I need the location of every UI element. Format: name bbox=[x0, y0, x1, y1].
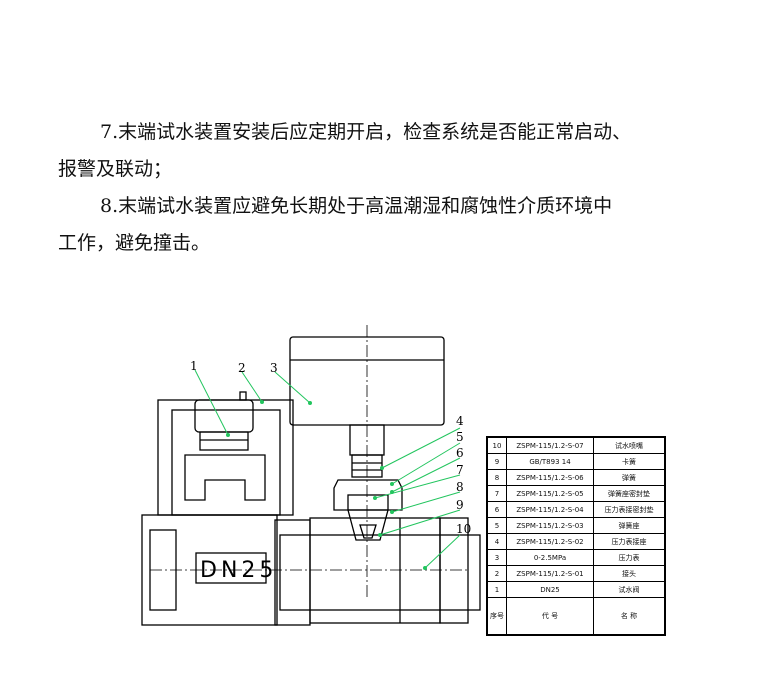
callout-2: 2 bbox=[238, 361, 246, 375]
callout-4: 4 bbox=[456, 414, 464, 428]
callout-9: 9 bbox=[456, 498, 464, 512]
p7-line1: 7.末端试水装置安装后应定期开启，检查系统是否能正常启动、 bbox=[100, 121, 632, 143]
valve-technical-drawing: DN25 1 2 3 4 5 6 7 8 9 10 bbox=[141, 325, 481, 626]
callout-6: 6 bbox=[456, 446, 464, 460]
paragraph-7: 7.末端试水装置安装后应定期开启，检查系统是否能正常启动、 报警及联动； bbox=[58, 114, 708, 188]
p7-line2: 报警及联动； bbox=[58, 158, 173, 180]
callout-5: 5 bbox=[456, 430, 464, 444]
callout-7: 7 bbox=[456, 463, 464, 477]
p8-line1: 8.末端试水装置应避免长期处于高温潮湿和腐蚀性介质环境中 bbox=[100, 195, 613, 217]
paragraph-8: 8.末端试水装置应避免长期处于高温潮湿和腐蚀性介质环境中 工作，避免撞击。 bbox=[58, 188, 708, 262]
header-no: 序号 bbox=[486, 597, 507, 636]
callout-1: 1 bbox=[190, 359, 198, 373]
valve-size-label: DN25 bbox=[200, 558, 277, 583]
p8-line2: 工作，避免撞击。 bbox=[58, 232, 211, 254]
callout-8: 8 bbox=[456, 480, 464, 494]
header-code: 代 号 bbox=[506, 597, 594, 636]
table-header-row: 序号 代 号 名 称 bbox=[486, 597, 666, 636]
callout-10: 10 bbox=[456, 522, 471, 536]
callout-3: 3 bbox=[270, 361, 278, 375]
header-name: 名 称 bbox=[593, 597, 666, 636]
